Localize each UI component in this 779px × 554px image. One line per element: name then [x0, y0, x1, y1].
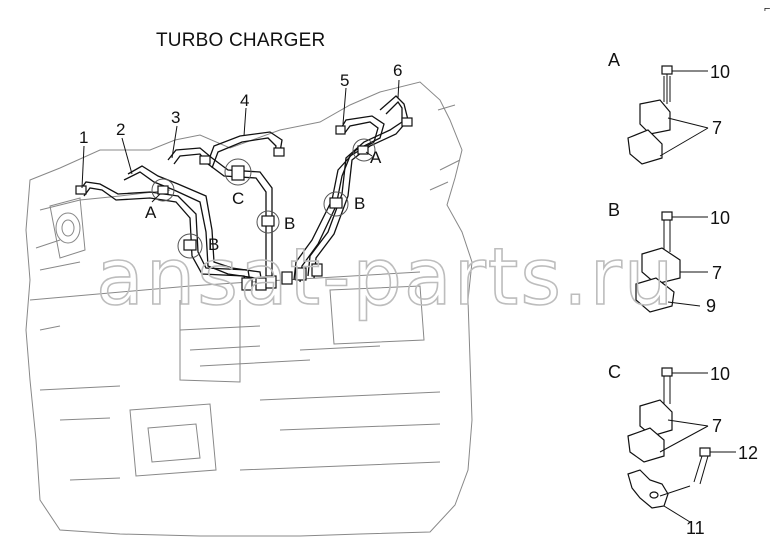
- pipe-4: [207, 131, 283, 163]
- clamp-zone-b-right: [323, 191, 349, 217]
- zone-label-a-right: A: [370, 148, 382, 167]
- zone-label-a-left: A: [145, 203, 157, 222]
- bolt-10-b: [661, 211, 673, 221]
- detail-c-letter: C: [608, 362, 621, 382]
- bracket-11: [627, 469, 669, 509]
- callout-5: 5: [340, 71, 349, 90]
- callout-3: 3: [171, 108, 180, 127]
- leader-lines: [81, 79, 400, 203]
- engine-block: [25, 81, 473, 537]
- detail-b-letter: B: [608, 200, 620, 220]
- detail-a: [627, 65, 709, 165]
- clamp-lower-c: [627, 427, 665, 463]
- bolt-10-a: [661, 65, 673, 75]
- diagram-title: TURBO CHARGER: [156, 30, 325, 51]
- zone-label-b-right: B: [354, 194, 365, 213]
- zone-label-b-left: B: [208, 235, 219, 254]
- fuel-pipes: [75, 95, 413, 291]
- callout-6: 6: [393, 61, 402, 80]
- clamp-zone-a-right: [352, 138, 376, 162]
- clamp-upper-b: [641, 247, 681, 285]
- detail-b-part-7: 7: [712, 263, 722, 283]
- detail-c-part-11: 11: [686, 518, 705, 538]
- zone-label-b-mid: B: [284, 214, 295, 233]
- callout-4: 4: [240, 91, 249, 110]
- watermark: ansat-parts.ru: [96, 233, 675, 323]
- clamp-zone-c-mid: [224, 158, 252, 186]
- clamp-upper-a: [639, 99, 671, 135]
- detail-b: [635, 211, 708, 313]
- callout-2: 2: [116, 120, 125, 139]
- clamp-upper-c: [639, 399, 673, 437]
- clamp-zones: [151, 138, 376, 259]
- detail-c-part-10: 10: [710, 364, 730, 384]
- pipe-2: [127, 165, 263, 285]
- zone-label-c-mid: C: [232, 189, 244, 208]
- detail-c-part-12: 12: [738, 443, 758, 463]
- clamp-zone-b-left: [177, 233, 203, 259]
- clamp-lower-a: [627, 129, 663, 165]
- detail-c: [627, 367, 736, 523]
- clamp-zone-b-mid: [256, 210, 280, 234]
- detail-a-part-7: 7: [712, 118, 722, 138]
- clamp-zone-a-left: [151, 178, 175, 202]
- corner-mark: ⌐: [764, 3, 770, 15]
- pipe-6: [313, 95, 409, 279]
- callout-1: 1: [79, 128, 88, 147]
- detail-b-part-9: 9: [706, 296, 716, 316]
- detail-c-part-7: 7: [712, 416, 722, 436]
- pipe-3: [167, 147, 273, 282]
- detail-a-letter: A: [608, 50, 620, 70]
- bolt-10-c: [661, 367, 673, 377]
- detail-a-part-10: 10: [710, 62, 730, 82]
- detail-b-part-10: 10: [710, 208, 730, 228]
- pipe-1: [79, 181, 251, 283]
- pipe-5: [293, 115, 385, 281]
- clamp-lower-b: [635, 277, 675, 313]
- bolt-12: [699, 447, 711, 457]
